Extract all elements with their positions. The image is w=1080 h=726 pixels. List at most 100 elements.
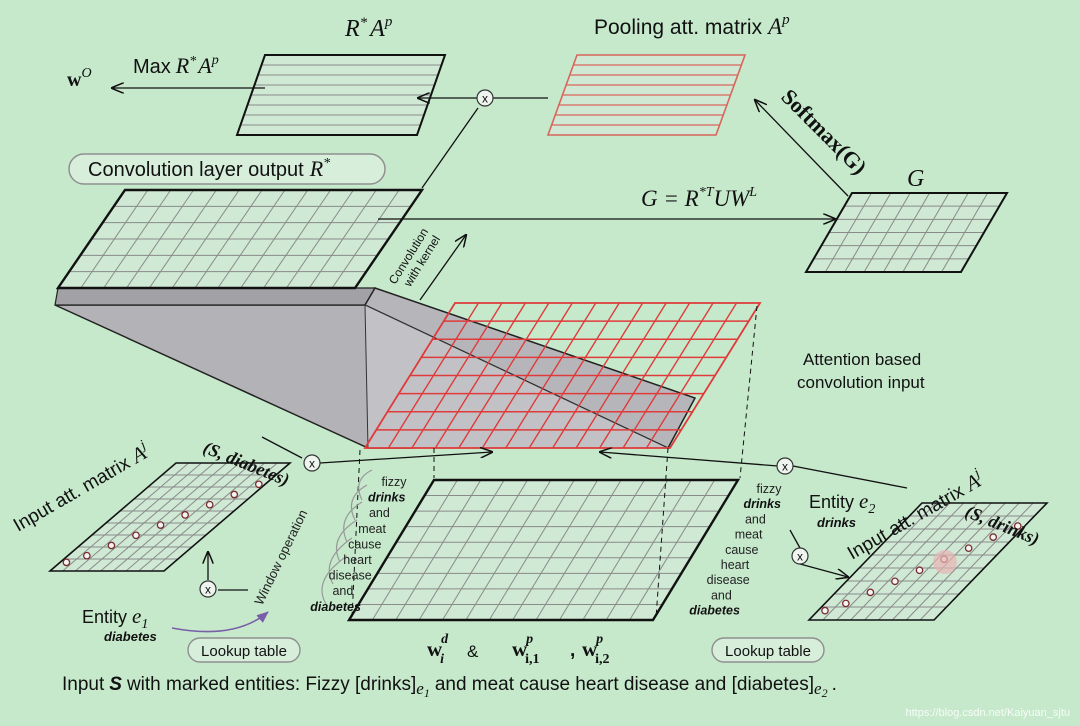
sentence-right-word: heart: [721, 558, 750, 572]
input-att-left-matrix-dot: [156, 521, 165, 529]
sentence-left-word: disease: [329, 569, 372, 583]
g-equation: G = R*TUWL: [641, 185, 757, 211]
main-input-matrix: [346, 478, 741, 622]
main-input-matrix-col-line: [512, 479, 599, 621]
sentence-right-word: and: [711, 588, 732, 602]
entity1-arrow: [171, 611, 269, 633]
multiply-node-lookup-left: [199, 580, 217, 598]
connections: [112, 88, 908, 591]
rap-title: R*Ap: [344, 14, 393, 42]
sentence-left-word: heart: [343, 553, 372, 567]
right-multiply-arrow: [600, 452, 779, 467]
attention-label-line1: Attention based: [803, 350, 921, 369]
main-input-matrix-col-line: [371, 479, 458, 621]
sentence-right-word: cause: [725, 543, 758, 557]
softmax-arrow: [755, 100, 849, 197]
main-input-matrix-col-line: [418, 479, 505, 621]
highlight-cell: [933, 550, 957, 574]
input-att-left-matrix-dot: [107, 541, 116, 550]
input-att-left-matrix-col-line: [100, 462, 227, 572]
conv-layer-pill: [68, 153, 386, 185]
multiply-node-top: [476, 89, 494, 107]
main-input-matrix-col-line: [395, 479, 482, 621]
input-att-right-matrix-col-line: [850, 502, 965, 621]
main-input-matrix-col-line: [535, 479, 622, 621]
rap-matrix: [235, 54, 447, 136]
input-att-right-matrix-dot: [964, 544, 973, 553]
input-att-left-matrix-border: [47, 462, 293, 572]
input-att-left-matrix-dot: [83, 551, 91, 560]
sentence-left-word: and: [369, 506, 390, 520]
main-input-matrix-col-line: [488, 479, 575, 621]
main-input-matrix-border: [346, 478, 741, 622]
input-att-left-matrix-dot: [62, 558, 71, 567]
sentence-right-word: disease: [707, 573, 750, 587]
sentence-left-word: diabetes: [310, 600, 361, 614]
input-att-right-matrix-border: [807, 502, 1049, 621]
sentence-left-word: cause: [348, 537, 381, 551]
main-input-matrix-col-line: [559, 479, 645, 621]
input-att-left-matrix-col-line: [125, 462, 253, 572]
main-input-matrix-col-line: [442, 479, 528, 621]
input-att-right-matrix-col-line: [919, 502, 1034, 621]
sentence-left-word: meat: [358, 522, 386, 536]
entity2-word: drinks: [817, 515, 856, 530]
main-input-matrix-col-line: [465, 479, 552, 621]
dashed-projections: [351, 305, 758, 619]
input-att-right-matrix-col-line: [822, 502, 937, 621]
wo-label: wO: [67, 66, 92, 91]
conv-output-matrix-border: [55, 188, 425, 290]
sentence-left-word: fizzy: [382, 475, 408, 489]
comma-label: ,: [570, 640, 575, 661]
input-att-left-matrix-dot: [181, 511, 189, 519]
input-att-left-matrix-dot: [205, 500, 214, 509]
multiply-nodes: x x x x x: [199, 89, 809, 598]
g-title: G: [907, 166, 924, 192]
g-matrix-border: [804, 192, 1009, 273]
multiply-node-left-label: x: [309, 457, 315, 471]
input-att-left-matrix-col-line: [113, 462, 240, 572]
input-att-left-matrix-dot: [230, 490, 239, 499]
sentence-right-word: drinks: [743, 497, 781, 511]
input-att-left-matrix-dot: [132, 531, 140, 540]
lookup-left-label: Lookup table: [201, 643, 287, 660]
window-brackets: [321, 469, 373, 605]
attention-input-matrix: [363, 302, 762, 449]
input-att-right-line: [792, 465, 908, 489]
entity2-line: [789, 529, 801, 549]
multiply-node-right-label: x: [782, 460, 788, 474]
main-input-matrix-fill: [349, 480, 738, 620]
input-att-right-matrix-dot: [821, 606, 829, 615]
input-att-right-matrix-dot: [989, 533, 998, 541]
conv-to-multiply-line: [421, 107, 479, 189]
lookup-right-arrow: [799, 563, 848, 577]
input-att-right-matrix-col-line: [864, 502, 978, 621]
lookup-right-label: Lookup table: [725, 643, 811, 660]
sentence-right-word: and: [745, 512, 766, 526]
multiply-node-lookup-left-label: x: [205, 583, 211, 597]
entity1-word: diabetes: [104, 629, 157, 644]
input-att-right-matrix-dot: [841, 599, 850, 608]
input-att-right-matrix-col-line: [836, 502, 951, 621]
input-att-left-matrix-col-line: [87, 462, 215, 572]
input-att-right-matrix-col-line: [905, 502, 1020, 621]
watermark: https://blog.csdn.net/Kaiyuan_sjtu: [906, 707, 1071, 719]
multiply-node-top-label: x: [482, 92, 488, 106]
input-att-left-matrix: [47, 462, 293, 572]
main-input-matrix-col-line: [582, 479, 669, 621]
rap-matrix-border: [235, 54, 447, 136]
input-att-left-matrix-col-line: [62, 462, 189, 572]
input-att-right-matrix-dot: [1013, 522, 1022, 530]
attention-input-matrix-border: [363, 302, 762, 449]
sentence-left: fizzydrinksandmeatcauseheartdiseaseanddi…: [310, 475, 407, 614]
conv-output-matrix: [55, 188, 425, 290]
pooling-matrix: [546, 54, 747, 136]
